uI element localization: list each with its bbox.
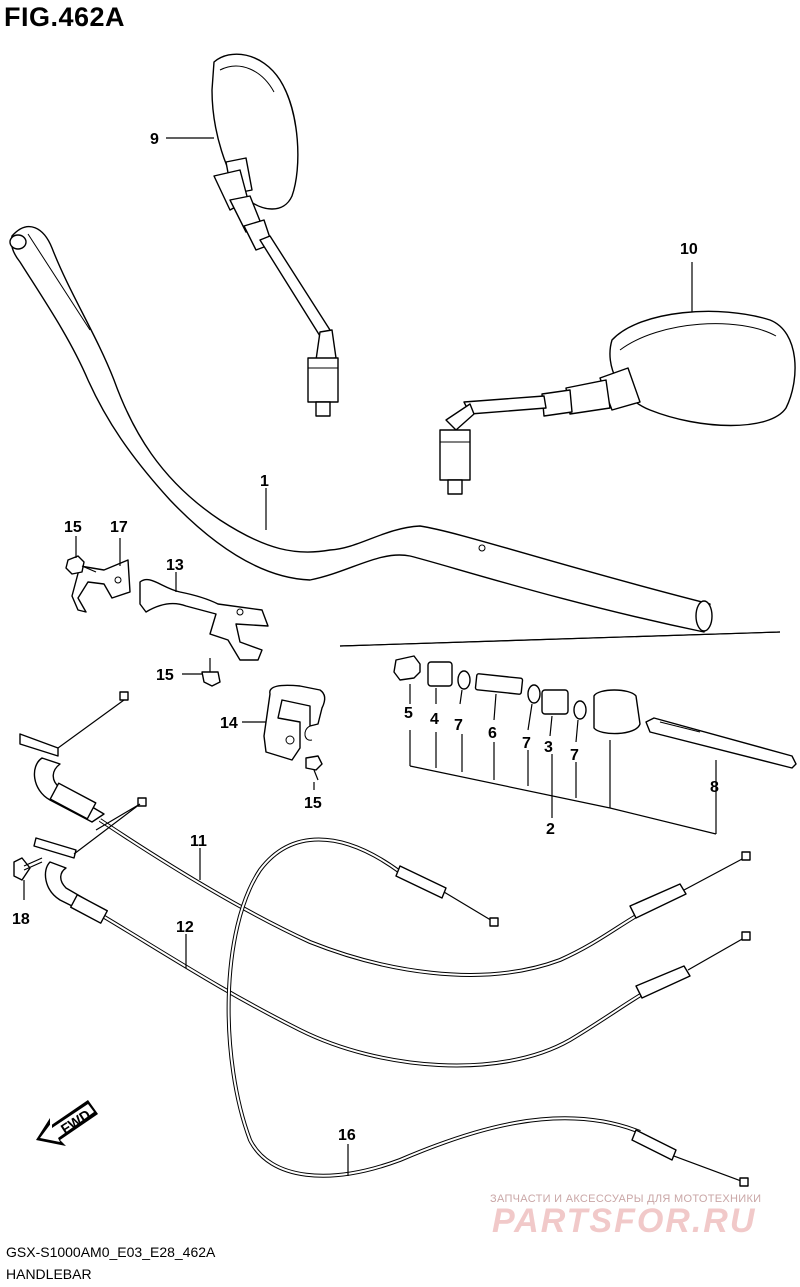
bolt-15-bottom[interactable] xyxy=(305,755,323,781)
bar-end-assembly[interactable] xyxy=(393,655,797,769)
callout-1: 1 xyxy=(260,473,269,490)
screw-18[interactable] xyxy=(13,857,43,881)
callout-7b: 7 xyxy=(522,735,531,752)
part-4-weight xyxy=(427,661,453,687)
figure-name: HANDLEBAR xyxy=(6,1266,92,1282)
handlebar[interactable] xyxy=(9,225,713,633)
figure-code: GSX-S1000AM0_E03_E28_462A xyxy=(6,1244,216,1260)
part-3-weight xyxy=(541,689,569,715)
callout-5: 5 xyxy=(404,705,413,722)
callout-17: 17 xyxy=(110,519,128,536)
callout-4: 4 xyxy=(430,711,439,728)
leader-lines xyxy=(23,137,717,1176)
part-5-nut xyxy=(393,655,421,681)
bolt-15-top[interactable] xyxy=(65,555,97,575)
callout-7a: 7 xyxy=(454,717,463,734)
callout-labels: 9 10 1 15 17 13 15 14 15 5 4 7 6 7 3 7 8… xyxy=(12,131,719,1144)
assembly-bracket xyxy=(409,730,717,835)
bolt-15-mid[interactable] xyxy=(201,658,221,687)
callout-3: 3 xyxy=(544,739,553,756)
bracket-13[interactable] xyxy=(139,578,269,661)
callout-18: 18 xyxy=(12,911,30,928)
guide-line xyxy=(339,631,781,647)
callout-14: 14 xyxy=(220,715,238,732)
mirror-left[interactable] xyxy=(211,53,339,417)
callout-6: 6 xyxy=(488,725,497,742)
part-7a-washer xyxy=(457,670,471,690)
callout-12: 12 xyxy=(176,919,194,936)
part-6-spacer xyxy=(474,673,524,695)
throttle-cable-11[interactable] xyxy=(19,691,751,977)
throttle-cable-12[interactable] xyxy=(33,803,751,1068)
callout-16: 16 xyxy=(338,1127,356,1144)
fwd-arrow-icon: FWD xyxy=(36,1100,98,1146)
mirror-right[interactable] xyxy=(439,310,796,495)
part-7b-washer xyxy=(527,684,541,704)
callout-10: 10 xyxy=(680,241,698,258)
callout-2: 2 xyxy=(546,821,555,838)
part-8-bolt xyxy=(645,717,797,769)
clip-14[interactable] xyxy=(263,684,326,761)
callout-13: 13 xyxy=(166,557,184,574)
callout-15-bottom: 15 xyxy=(304,795,322,812)
part-7c-washer xyxy=(573,700,587,720)
watermark-logo: PARTSFOR.RU xyxy=(492,1202,757,1240)
callout-15-top: 15 xyxy=(64,519,82,536)
figure-title: FIG.462A xyxy=(4,2,126,32)
clamp-17[interactable] xyxy=(71,559,131,613)
cable-16[interactable] xyxy=(226,837,749,1187)
part-2-end xyxy=(593,689,641,735)
callout-8: 8 xyxy=(710,779,719,796)
callout-15-mid: 15 xyxy=(156,667,174,684)
watermark-tagline: ЗАПЧАСТИ И АКСЕССУАРЫ ДЛЯ МОТОТЕХНИКИ xyxy=(490,1193,762,1205)
callout-11: 11 xyxy=(190,833,207,850)
callout-7c: 7 xyxy=(570,747,579,764)
callout-9: 9 xyxy=(150,131,159,148)
